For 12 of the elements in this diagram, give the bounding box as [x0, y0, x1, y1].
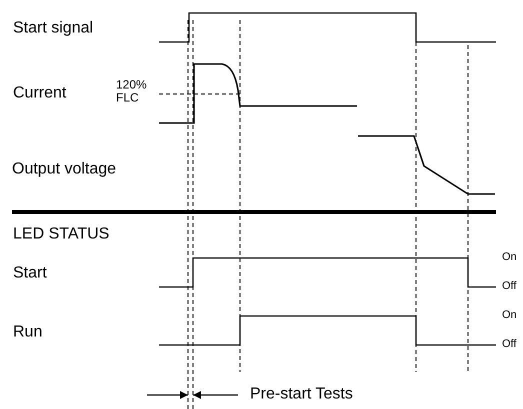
- section-heading: LED STATUS: [13, 226, 110, 244]
- state-label: Off: [502, 281, 516, 293]
- state-label: Off: [502, 339, 516, 351]
- signal-name: Current: [13, 86, 66, 102]
- interval-label: Pre-start Tests: [250, 386, 353, 404]
- signal-name: Start: [13, 266, 47, 282]
- state-label: On: [502, 310, 517, 322]
- signal-name: Start signal: [13, 20, 94, 38]
- threshold-label: 120% FLC: [116, 78, 148, 104]
- state-label: On: [502, 252, 517, 264]
- signal-name: Run: [13, 324, 42, 342]
- signal-name: Output voltage: [12, 162, 116, 178]
